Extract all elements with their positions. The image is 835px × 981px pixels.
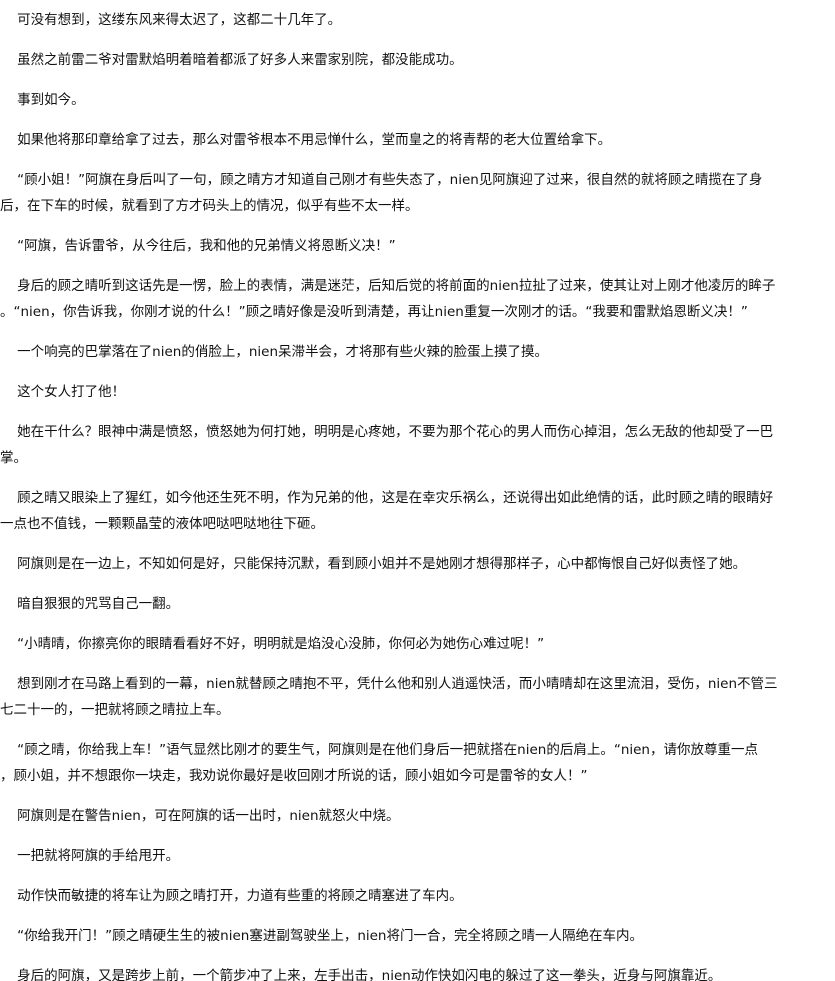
paragraph-line: 可没有想到，这缕东风来得太迟了，这都二十几年了。: [0, 12, 342, 28]
paragraph-line: ，顾小姐，并不想跟你一块走，我劝说你最好是收回刚才所说的话，顾小姐如今可是雷爷的…: [0, 768, 588, 784]
paragraph: “小晴晴，你擦亮你的眼睛看看好不好，明明就是焰没心没肺，你何必为她伤心难过呢！”: [0, 631, 830, 657]
paragraph: 事到如今。: [0, 87, 830, 113]
paragraph: “你给我开门！”顾之晴硬生生的被nien塞进副驾驶坐上，nien将门一合，完全将…: [0, 923, 830, 949]
paragraph: “顾之晴，你给我上车！”语气显然比刚才的要生气，阿旗则是在他们身后一把就搭在ni…: [0, 737, 830, 789]
paragraph-line: 身后的顾之晴听到这话先是一愣，脸上的表情，满是迷茫，后知后觉的将前面的nien拉…: [0, 278, 776, 294]
paragraph-line: “你给我开门！”顾之晴硬生生的被nien塞进副驾驶坐上，nien将门一合，完全将…: [0, 928, 643, 944]
paragraph-line: 一点也不值钱，一颗颗晶莹的液体吧哒吧哒地往下砸。: [0, 516, 324, 532]
paragraph-line: 顾之晴又眼染上了猩红，如今他还生死不明，作为兄弟的他，这是在幸灾乐祸么，还说得出…: [0, 490, 774, 506]
paragraph-line: 阿旗则是在一边上，不知如何是好，只能保持沉默，看到顾小姐并不是她刚才想得那样子，…: [0, 556, 747, 572]
paragraph: 动作快而敏捷的将车让为顾之晴打开，力道有些重的将顾之晴塞进了车内。: [0, 883, 830, 909]
paragraph: 暗自狠狠的咒骂自己一翻。: [0, 591, 830, 617]
paragraph: “阿旗，告诉雷爷，从今往后，我和他的兄弟情义将恩断义决！”: [0, 233, 830, 259]
paragraph-line: 一个响亮的巴掌落在了nien的俏脸上，nien呆滞半会，才将那有些火辣的脸蛋上摸…: [0, 344, 549, 360]
paragraph: 如果他将那印章给拿了过去，那么对雷爷根本不用忌惮什么，堂而皇之的将青帮的老大位置…: [0, 127, 830, 153]
paragraph-line: 想到刚才在马路上看到的一幕，nien就替顾之晴抱不平，凭什么他和别人逍遥快活，而…: [0, 676, 778, 692]
paragraph: 阿旗则是在警告nien，可在阿旗的话一出时，nien就怒火中烧。: [0, 803, 830, 829]
paragraph-line: 暗自狠狠的咒骂自己一翻。: [0, 596, 180, 612]
paragraph-line: 后，在下车的时候，就看到了方才码头上的情况，似乎有些不太一样。: [0, 198, 419, 214]
paragraph: 虽然之前雷二爷对雷默焰明着暗着都派了好多人来雷家别院，都没能成功。: [0, 47, 830, 73]
paragraph: 这个女人打了他！: [0, 379, 830, 405]
paragraph-line: 这个女人打了他！: [0, 384, 126, 400]
paragraph: “顾小姐！”阿旗在身后叫了一句，顾之晴方才知道自己刚才有些失态了，nien见阿旗…: [0, 167, 830, 219]
paragraph-line: 七二十一的，一把就将顾之晴拉上车。: [0, 702, 230, 718]
paragraph: 身后的阿旗，又是跨步上前，一个箭步冲了上来，左手出击，nien动作快如闪电的躲过…: [0, 963, 830, 981]
paragraph-line: 她在干什么？眼神中满是愤怒，愤怒她为何打她，明明是心疼她，不要为那个花心的男人而…: [0, 424, 774, 440]
paragraph-line: 掌。: [0, 450, 27, 466]
paragraph: 想到刚才在马路上看到的一幕，nien就替顾之晴抱不平，凭什么他和别人逍遥快活，而…: [0, 671, 830, 723]
paragraph-line: “顾之晴，你给我上车！”语气显然比刚才的要生气，阿旗则是在他们身后一把就搭在ni…: [0, 742, 758, 758]
paragraph: 身后的顾之晴听到这话先是一愣，脸上的表情，满是迷茫，后知后觉的将前面的nien拉…: [0, 273, 830, 325]
paragraph: 一个响亮的巴掌落在了nien的俏脸上，nien呆滞半会，才将那有些火辣的脸蛋上摸…: [0, 339, 830, 365]
paragraph-line: 事到如今。: [0, 92, 85, 108]
paragraph-line: 虽然之前雷二爷对雷默焰明着暗着都派了好多人来雷家别院，都没能成功。: [0, 52, 463, 68]
paragraph-line: 身后的阿旗，又是跨步上前，一个箭步冲了上来，左手出击，nien动作快如闪电的躲过…: [0, 968, 722, 981]
paragraph: 她在干什么？眼神中满是愤怒，愤怒她为何打她，明明是心疼她，不要为那个花心的男人而…: [0, 419, 830, 471]
paragraph-line: “阿旗，告诉雷爷，从今往后，我和他的兄弟情义将恩断义决！”: [0, 238, 396, 254]
paragraph: 一把就将阿旗的手给甩开。: [0, 843, 830, 869]
paragraph-line: 动作快而敏捷的将车让为顾之晴打开，力道有些重的将顾之晴塞进了车内。: [0, 888, 463, 904]
paragraph-line: “小晴晴，你擦亮你的眼睛看看好不好，明明就是焰没心没肺，你何必为她伤心难过呢！”: [0, 636, 545, 652]
paragraph: 可没有想到，这缕东风来得太迟了，这都二十几年了。: [0, 7, 830, 33]
paragraph-line: 。“nien，你告诉我，你刚才说的什么！”顾之晴好像是没听到清楚，再让nien重…: [0, 304, 748, 320]
paragraph-line: 如果他将那印章给拿了过去，那么对雷爷根本不用忌惮什么，堂而皇之的将青帮的老大位置…: [0, 132, 612, 148]
paragraph: 顾之晴又眼染上了猩红，如今他还生死不明，作为兄弟的他，这是在幸灾乐祸么，还说得出…: [0, 485, 830, 537]
paragraph-line: 一把就将阿旗的手给甩开。: [0, 848, 180, 864]
paragraph-line: 阿旗则是在警告nien，可在阿旗的话一出时，nien就怒火中烧。: [0, 808, 400, 824]
paragraph: 阿旗则是在一边上，不知如何是好，只能保持沉默，看到顾小姐并不是她刚才想得那样子，…: [0, 551, 830, 577]
paragraph-line: “顾小姐！”阿旗在身后叫了一句，顾之晴方才知道自己刚才有些失态了，nien见阿旗…: [0, 172, 763, 188]
